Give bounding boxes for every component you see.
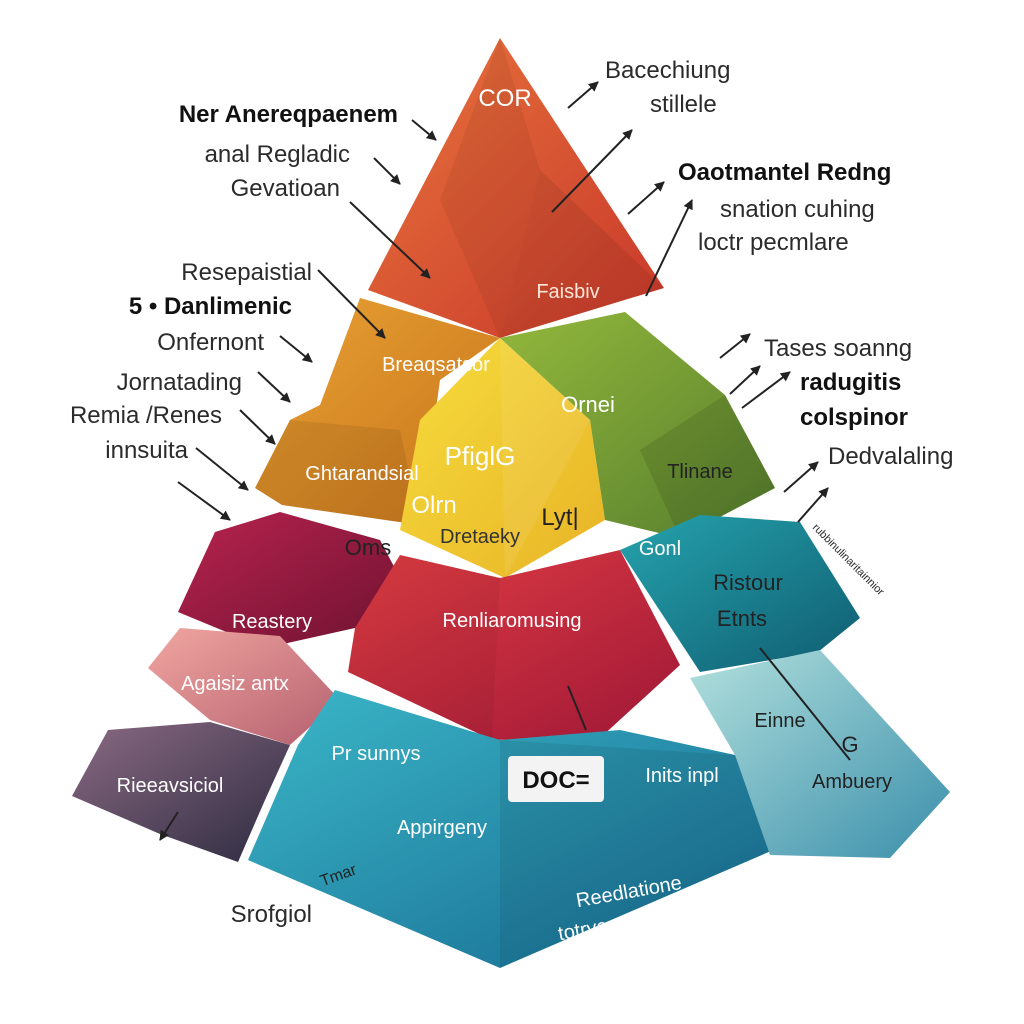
label-orange-1: Breaqsatsor xyxy=(382,354,490,376)
callout-left-6: Onfernont xyxy=(157,329,264,356)
label-mint-2: G xyxy=(841,732,858,757)
label-blue-1: Pr sunnys xyxy=(332,743,421,765)
callout-right-4: snation cuhing xyxy=(720,196,875,223)
label-mint-1: Einne xyxy=(754,710,805,732)
callout-left-10: Srofgiol xyxy=(231,901,312,928)
segment-mint xyxy=(690,650,950,858)
segment-magenta xyxy=(178,512,400,648)
callout-left-2: anal Regladic xyxy=(205,141,350,168)
segment-yellow xyxy=(400,338,605,578)
pointer-arrows xyxy=(159,81,851,841)
segment-top xyxy=(368,38,664,338)
segment-orange xyxy=(255,298,500,525)
callout-right-5: loctr pecmlare xyxy=(698,229,849,256)
label-blue-doc: DOC= xyxy=(522,767,589,794)
label-magenta-1: Oms xyxy=(345,535,391,560)
label-yellow-3: Dretaeky xyxy=(440,526,520,548)
label-teal-3: Etnts xyxy=(717,606,767,631)
label-slate-1: Rieeavsiciol xyxy=(117,775,224,797)
label-green-1: Ornei xyxy=(561,392,615,417)
label-magenta-2: Reastery xyxy=(232,611,312,633)
callout-left-1: Ner Anereqpaenem xyxy=(179,101,398,128)
label-green-3: Tlinane xyxy=(667,461,733,483)
doc-badge xyxy=(508,756,604,802)
label-red-1: Renliaromusing xyxy=(443,610,582,632)
callout-left-5: 5 • Danlimenic xyxy=(129,293,292,320)
callout-left-4: Resepaistial xyxy=(181,259,312,286)
callout-right-8: colspinor xyxy=(800,404,908,431)
callout-left-9: innsuita xyxy=(105,437,188,464)
callout-right-2: stillele xyxy=(650,91,717,118)
segment-red xyxy=(348,550,680,740)
label-teal-1: Gonl xyxy=(639,538,681,560)
callout-right-3: Oaotmantel Redng xyxy=(678,159,891,186)
label-green-2: Lyt| xyxy=(541,504,578,531)
callout-left-7: Jornatading xyxy=(117,369,242,396)
label-blue-3: Appirgeny xyxy=(397,817,487,839)
label-blue-2: Inits inpl xyxy=(645,765,718,787)
segment-green xyxy=(500,312,775,538)
callout-left-3: Gevatioan xyxy=(231,175,340,202)
segment-slate xyxy=(72,722,290,862)
label-orange-2: Ghtarandsial xyxy=(305,463,418,485)
callout-right-6: Tases soanng xyxy=(764,335,912,362)
callout-right-9: Dedvalaling xyxy=(828,443,953,470)
callout-right-1: Bacechiung xyxy=(605,57,730,84)
callout-right-7: radugitis xyxy=(800,369,901,396)
segment-teal xyxy=(620,515,860,672)
label-top-sub: Faisbiv xyxy=(536,281,599,303)
label-pink-1: Agaisiz antx xyxy=(181,673,289,695)
label-yellow-2: Olrn xyxy=(411,492,456,519)
label-teal-2: Ristour xyxy=(713,570,783,595)
callout-left-8: Remia /Renes xyxy=(70,402,222,429)
segment-pink xyxy=(148,628,340,745)
label-mint-3: Ambuery xyxy=(812,771,892,793)
label-cor: COR xyxy=(478,85,531,112)
label-yellow-1: PfiglG xyxy=(445,441,516,471)
